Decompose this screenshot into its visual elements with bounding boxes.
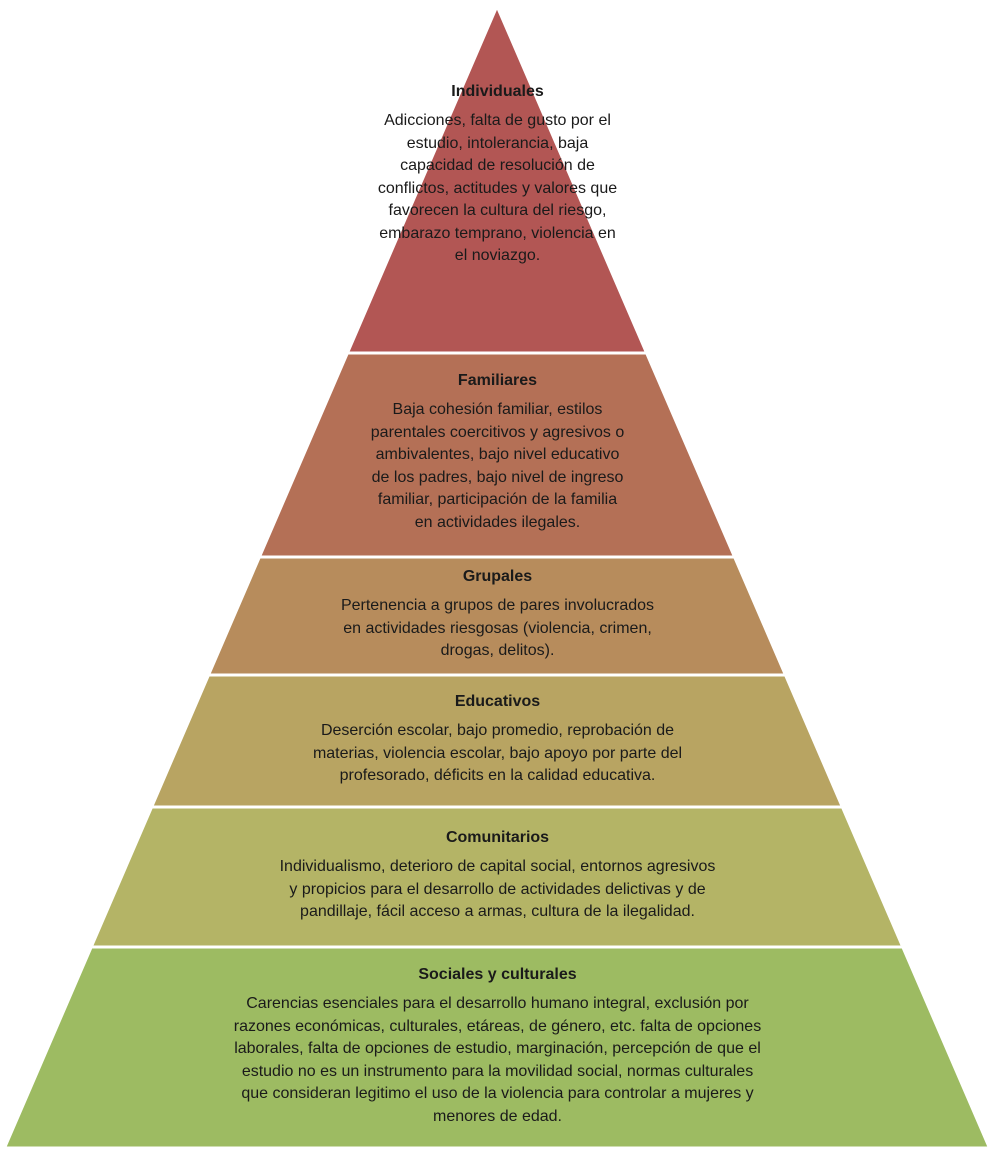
description-line: y propicios para el desarrollo de activi… (289, 880, 706, 898)
description-line: drogas, delitos). (440, 642, 555, 659)
description-line: capacidad de resolución de (400, 157, 595, 174)
level-description: Deserción escolar, bajo promedio, reprob… (150, 720, 845, 788)
level-description: Baja cohesión familiar, estilos parentale… (150, 399, 845, 534)
level-title: Sociales y culturales (418, 966, 577, 983)
level-title: Educativos (454, 693, 541, 710)
description-line: parentales coercitivos y agresivos o (370, 423, 625, 441)
level-title: Comunitarios (445, 829, 550, 846)
description-line: estudio no es un instrumento para la mov… (241, 1062, 754, 1080)
description-line: pandillaje, fácil acceso a armas, cultur… (300, 903, 695, 920)
description-line: Adicciones, falta de gusto por el (384, 112, 611, 129)
level-description: Individualismo, deterioro de capital soc… (150, 856, 845, 924)
description-line: menores de edad. (433, 1107, 562, 1125)
level-description: Adicciones, falta de gusto por el estudio… (150, 110, 845, 268)
description-line: embarazo temprano, violencia en (379, 224, 616, 242)
description-line: laborales, falta de opciones de estudio,… (234, 1040, 761, 1057)
level-description: Carencias esenciales para el desarrollo … (150, 993, 845, 1128)
description-line: en actividades ilegales. (414, 513, 581, 531)
description-line: familiar, participación de la familia (377, 491, 618, 508)
description-line: Pertenencia a grupos de pares involucrad… (340, 597, 655, 614)
description-line: Baja cohesión familiar, estilos (392, 401, 603, 418)
description-line: de los padres, bajo nivel de ingreso (371, 468, 624, 486)
description-line: en actividades riesgosas (violencia, cri… (343, 619, 652, 637)
description-line: que consideran legitimo el uso de la vio… (241, 1085, 754, 1102)
description-line: materias, violencia escolar, bajo apoyo … (312, 744, 683, 762)
pyramid-level-6 (2, 945, 992, 1150)
description-line: favorecen la cultura del riesgo, (388, 202, 607, 219)
description-line: estudio, intolerancia, baja (406, 134, 589, 152)
description-line: conflictos, actitudes y valores que (377, 179, 618, 197)
description-line: Carencias esenciales para el desarrollo … (246, 995, 749, 1012)
level-title: Individuales (451, 83, 544, 100)
level-description: Pertenencia a grupos de pares involucrad… (150, 595, 845, 663)
description-line: Deserción escolar, bajo promedio, reprob… (320, 722, 675, 739)
description-line: Individualismo, deterioro de capital soc… (279, 858, 716, 875)
level-title: Familiares (457, 372, 538, 389)
description-line: razones económicas, culturales, etáreas,… (233, 1017, 762, 1035)
description-line: ambivalentes, bajo nivel educativo (375, 446, 620, 463)
level-title: Grupales (462, 568, 533, 585)
description-line: profesorado, déficits en la calidad educ… (339, 767, 656, 784)
description-line: el noviazgo. (454, 247, 541, 264)
